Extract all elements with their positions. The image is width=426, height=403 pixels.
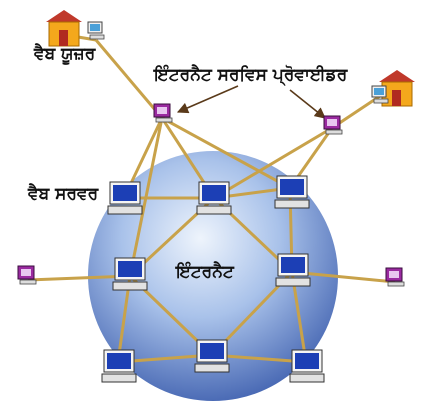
internet-globe-icon — [88, 151, 338, 401]
internet-label: ਇੰਟਰਨੈਟ — [176, 262, 234, 282]
isp-computer-icon — [17, 265, 37, 285]
server-computer-icon — [107, 181, 143, 215]
computer-icon — [87, 21, 105, 40]
server-computer-icon — [275, 253, 311, 287]
web-user-label: ਵੈਬ ਯੂਜ਼ਰ — [34, 44, 96, 64]
arrow-icon — [176, 85, 239, 114]
isp-computer-icon — [385, 267, 405, 287]
isp-computer-icon — [153, 103, 173, 123]
link — [27, 274, 131, 282]
house-icon — [46, 10, 82, 47]
server-computer-icon — [274, 175, 310, 209]
server-computer-icon — [112, 257, 148, 291]
link — [161, 116, 291, 190]
link — [290, 271, 308, 363]
server-computer-icon — [289, 349, 325, 383]
isp-computer-icon — [323, 115, 343, 135]
link — [211, 353, 307, 364]
server-computer-icon — [196, 181, 232, 215]
link — [213, 126, 333, 200]
isp-label: ਇੰਟਰਨੈਟ ਸਰਵਿਸ ਪ੍ਰੋਵਾਈਡਰ — [154, 65, 348, 85]
computer-icon — [371, 85, 389, 104]
link-user-isp — [94, 39, 164, 119]
web-server-label: ਵੈਬ ਸਰਵਰ — [28, 184, 99, 204]
server-computer-icon — [194, 339, 230, 373]
arrow-icon — [289, 89, 326, 119]
link — [291, 270, 396, 284]
server-computer-icon — [101, 349, 137, 383]
